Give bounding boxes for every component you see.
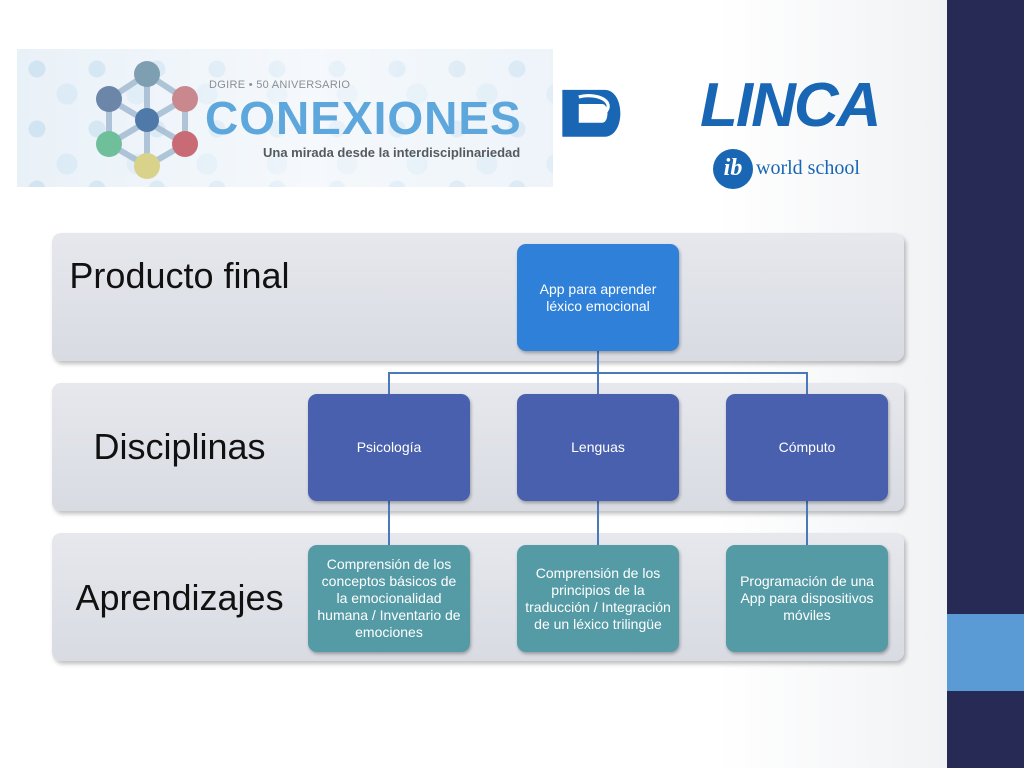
root-node: App para aprender léxico emocional: [517, 244, 679, 351]
row-label-disciplines: Disciplinas: [93, 426, 266, 467]
banner-subtitle: Una mirada desde la interdisciplinarieda…: [263, 145, 521, 160]
row-label-learnings: Aprendizajes: [75, 577, 284, 618]
discipline-node-lenguas: Lenguas: [517, 394, 679, 501]
banner-anniversary-text: DGIRE • 50 ANIVERSARIO: [209, 79, 351, 91]
learning-node-text: Comprensión de los conceptos básicos de …: [317, 556, 461, 640]
connector-learning-1: [388, 501, 390, 545]
discipline-node-text: Cómputo: [778, 439, 836, 455]
connector-computo: [806, 372, 808, 394]
connector-lenguas: [597, 372, 599, 394]
connector-psicologia: [388, 372, 390, 394]
connector-root-stem: [597, 351, 599, 373]
conexiones-network-logo: [96, 61, 198, 179]
row-band-product: [52, 233, 904, 361]
learning-node-text: Comprensión de los principios de la trad…: [525, 564, 671, 632]
connector-learning-3: [806, 501, 808, 545]
linca-emblem-logo: [562, 89, 621, 137]
school-logo-name: LINCA: [700, 71, 881, 140]
discipline-node-text: Lenguas: [571, 439, 625, 455]
school-tagline: world school: [756, 157, 860, 179]
connector-learning-2: [597, 501, 599, 545]
learning-node-computo: Programación de una App para dispositivo…: [726, 545, 888, 652]
learning-node-lenguas: Comprensión de los principios de la trad…: [517, 545, 679, 652]
root-node-text: App para aprender léxico emocional: [539, 280, 657, 314]
learning-node-text: Programación de una App para dispositivo…: [740, 573, 874, 623]
banner-title: CONEXIONES: [205, 92, 522, 144]
conexiones-banner: DGIRE • 50 ANIVERSARIO CONEXIONES Una mi…: [17, 49, 553, 187]
discipline-node-computo: Cómputo: [726, 394, 888, 501]
row-label-product: Producto final: [69, 255, 290, 296]
ib-logo-icon: ib: [713, 149, 753, 189]
discipline-node-text: Psicología: [356, 439, 422, 455]
discipline-node-psicologia: Psicología: [308, 394, 470, 501]
sidebar-accent-block: [947, 614, 1024, 691]
learning-node-psicologia: Comprensión de los conceptos básicos de …: [308, 545, 470, 652]
